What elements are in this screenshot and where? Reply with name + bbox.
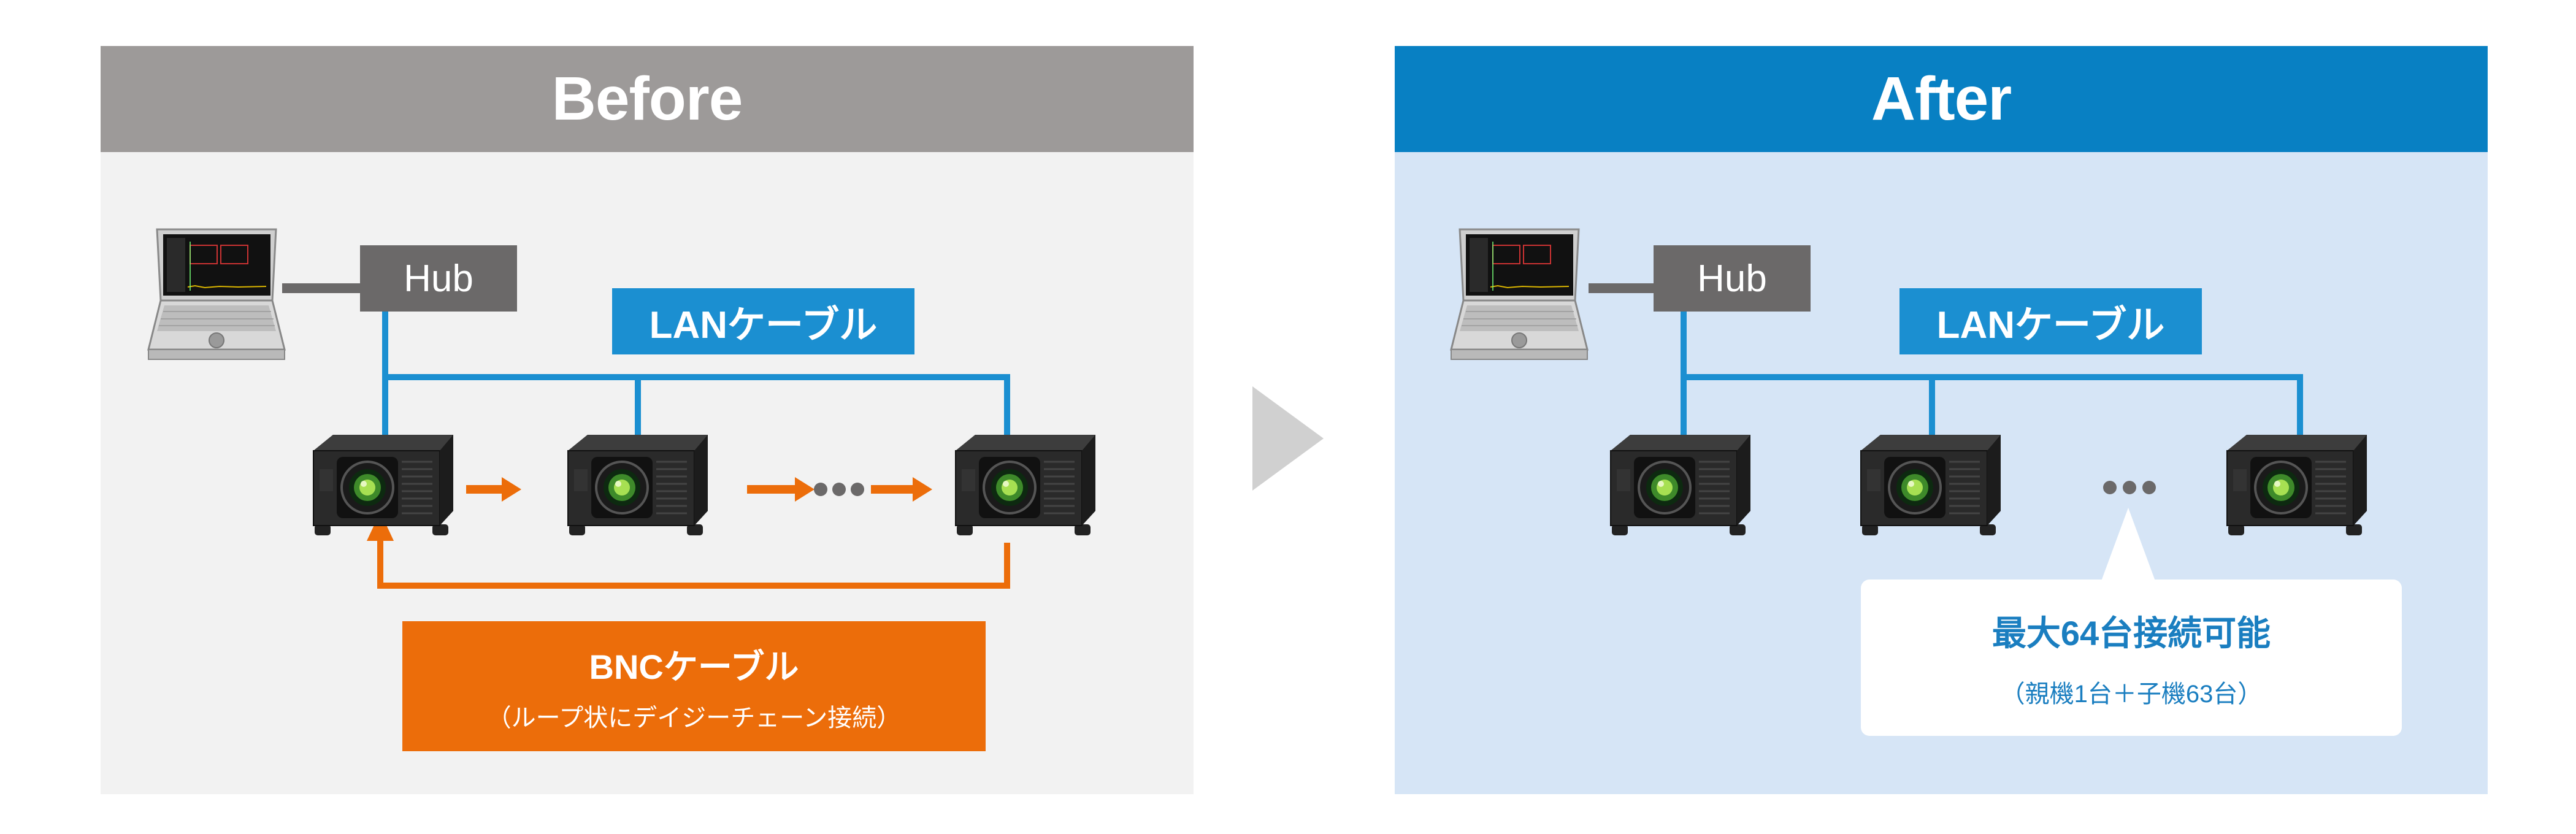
before-chain-ellipsis [814,483,864,496]
before-lan-lines [382,310,1010,438]
after-lan-lines [1681,310,2303,438]
after-panel-title: After [1395,46,2488,152]
before-projector-3-icon [954,434,1097,537]
before-chain-arrow-1 [466,477,521,502]
before-hub-box: Hub [360,245,517,312]
after-projector-2-icon [1860,434,2002,537]
before-bnc-cable-title: BNCケーブル [589,647,799,686]
before-chain-arrow-3 [871,477,932,502]
after-capacity-callout: 最大64台接続可能 （親機1台＋子機63台） [1861,580,2402,736]
before-chain-arrow-2 [747,477,815,502]
after-capacity-title: 最大64台接続可能 [1991,614,2271,652]
after-projector-1-icon [1609,434,1752,537]
before-bnc-cable-subtitle: （ループ状にデイジーチェーン接続） [486,704,902,732]
after-callout-pointer [2101,508,2156,583]
after-capacity-subtitle: （親機1台＋子機63台） [2000,681,2263,708]
before-projector-2-icon [567,434,709,537]
after-lan-cable-label: LANケーブル [1899,288,2202,354]
after-laptop-icon [1450,228,1589,361]
after-hub-box: Hub [1654,245,1811,312]
before-panel-title: Before [101,46,1194,152]
before-lan-cable-label: LANケーブル [612,288,914,354]
before-laptop-icon [147,228,286,361]
after-projector-3-icon [2226,434,2368,537]
before-after-arrow [1252,386,1324,491]
before-projector-1-icon [312,434,454,537]
before-bnc-cable-box: BNCケーブル （ループ状にデイジーチェーン接続） [402,621,986,751]
after-ellipsis [2103,481,2156,494]
before-bnc-loop [377,540,1010,589]
before-bnc-loop-arrowhead [367,512,394,541]
